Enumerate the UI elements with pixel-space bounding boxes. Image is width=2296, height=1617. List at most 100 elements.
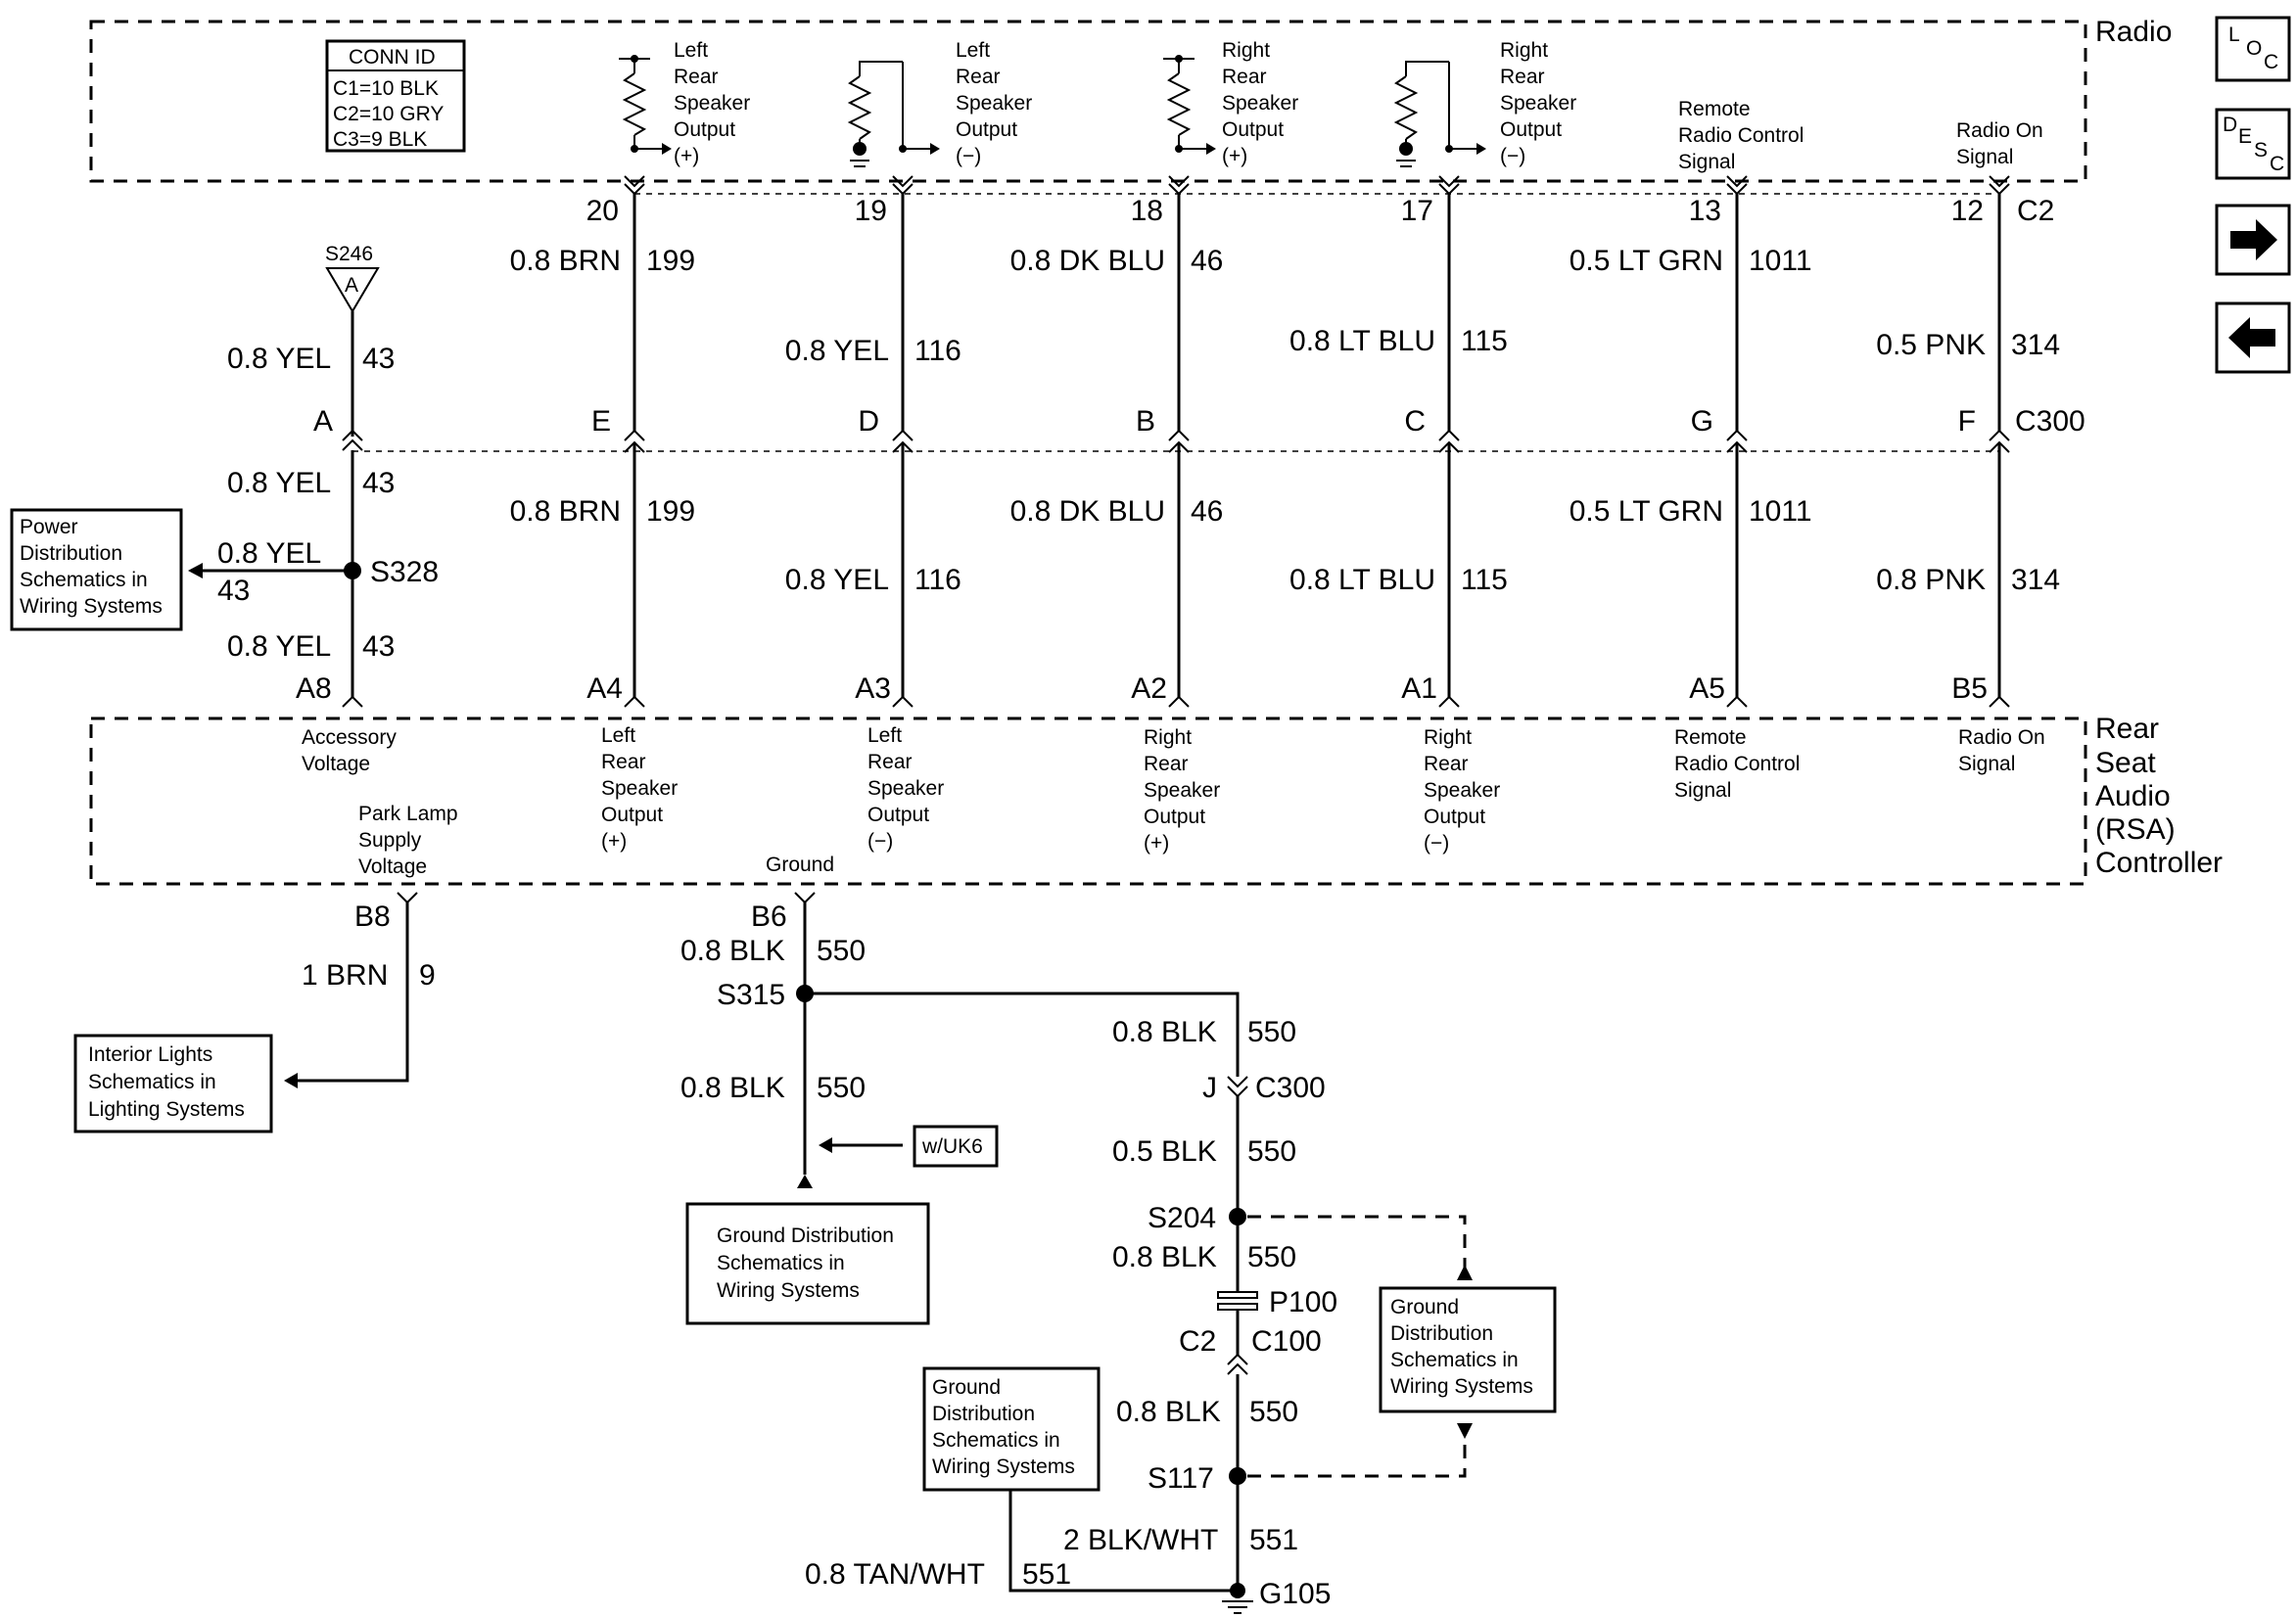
rsa-pin: A1	[1401, 672, 1437, 705]
splice-s315-label: S315	[717, 979, 785, 1011]
rsa-circuit-text: Speaker	[601, 777, 678, 800]
rsa-pin: B6	[751, 901, 787, 933]
wire-color: 0.8 YEL	[227, 467, 331, 499]
radio-circuit-text: Remote	[1678, 98, 1751, 120]
rsa-circuit-text: Ground	[766, 854, 834, 876]
power-distribution-reference[interactable]: Power Distribution Schematics in Wiring …	[10, 508, 183, 631]
circuit-number: 116	[914, 335, 961, 367]
rsa-label-line: (RSA)	[2095, 813, 2176, 846]
circuit-number: 43	[362, 343, 395, 375]
radio-circuit-text: Output	[1500, 118, 1562, 141]
circuit-number: 199	[646, 495, 695, 528]
splice-s117-dot	[1229, 1467, 1246, 1485]
splice-s246-symbol	[325, 267, 380, 313]
ground-distribution-reference-3[interactable]: Ground Distribution Schematics in Wiring…	[922, 1366, 1101, 1492]
circuit-number: 115	[1461, 564, 1508, 596]
circuit-number: 9	[419, 959, 436, 992]
next-page-button[interactable]	[2215, 204, 2291, 276]
rsa-circuit-text: Remote	[1674, 726, 1747, 749]
ground-distribution-reference-2[interactable]: Ground Distribution Schematics in Wiring…	[1379, 1286, 1557, 1413]
conn-id-row: C2=10 GRY	[333, 103, 444, 125]
rsa-circuit-text: Output	[1424, 806, 1485, 828]
radio-circuit-text: (−)	[956, 145, 981, 167]
wire-color: 0.8 BLK	[1112, 1241, 1217, 1273]
ref-text: Interior Lights	[88, 1043, 212, 1066]
radio-circuit-text: Left	[674, 39, 708, 62]
circuit-number: 43	[217, 575, 250, 607]
ref-text: Wiring Systems	[20, 595, 163, 618]
circuit-number: 314	[2011, 329, 2060, 361]
circuit-number: 551	[1249, 1524, 1298, 1556]
ref-text: Schematics in	[20, 569, 148, 591]
radio-circuit-labels: LeftRearSpeakerOutput(+)LeftRearSpeakerO…	[674, 39, 2043, 173]
c300-pin: B	[1136, 405, 1155, 438]
previous-page-button[interactable]	[2215, 301, 2291, 374]
park-lamp-circuit: B8 1 BRN 9	[284, 892, 436, 1088]
c300-connector-label: C300	[2015, 405, 2085, 438]
p100-label: P100	[1269, 1286, 1337, 1318]
rsa-circuit-text: Output	[601, 804, 663, 826]
ref-text: Schematics in	[932, 1429, 1060, 1452]
ref-text: Schematics in	[88, 1071, 216, 1093]
c300-pin: E	[591, 405, 611, 438]
rsa-circuit-text: Rear	[1144, 753, 1189, 775]
arrow-left-icon	[2228, 317, 2275, 358]
rsa-circuit-text: Rear	[867, 751, 913, 773]
c2-pin: 13	[1689, 195, 1721, 227]
ground-distribution-reference-1[interactable]: Ground Distribution Schematics in Wiring…	[685, 1202, 930, 1325]
radio-circuit-text: Output	[956, 118, 1017, 141]
radio-circuit-text: Rear	[674, 66, 719, 88]
loc-letter: C	[2264, 51, 2278, 73]
c100-connector-label: C100	[1251, 1325, 1322, 1358]
rsa-pin: A5	[1689, 672, 1725, 705]
wire-color: 0.8 TAN/WHT	[805, 1558, 985, 1591]
ref-text: Ground Distribution	[717, 1224, 894, 1247]
ground-circuit: B6 0.8 BLK 550 S315 0.8 BLK 550 0.8 BLK …	[680, 892, 1473, 1614]
radio-circuit-text: Output	[1222, 118, 1284, 141]
c2-pin: 17	[1401, 195, 1433, 227]
ref-text: Distribution	[20, 542, 122, 565]
wire-color: 0.8 LT BLU	[1289, 325, 1435, 357]
circuit-number: 1011	[1749, 245, 1812, 277]
ref-text: Ground	[1390, 1296, 1459, 1318]
c2-connector-label: C2	[2017, 195, 2054, 227]
rsa-circuit-text: Right	[1144, 726, 1192, 749]
radio-circuit-text: Output	[674, 118, 735, 141]
splice-s204-label: S204	[1148, 1202, 1216, 1234]
c100-pin: C2	[1179, 1325, 1216, 1358]
accessory-voltage-circuit: S246 A 0.8 YEL 43 A 0.8 YEL 43 S328 0.8 …	[188, 243, 439, 708]
rsa-circuit-labels: AccessoryVoltageLeftRearSpeakerOutput(+)…	[302, 724, 2045, 878]
circuit-number: 314	[2011, 564, 2060, 596]
ref-text: Distribution	[1390, 1322, 1493, 1345]
circuit-number: 550	[817, 1072, 866, 1104]
radio-label: Radio	[2095, 16, 2172, 48]
radio-internal-symbols	[619, 55, 1486, 167]
wire-color: 0.8 BLK	[1116, 1396, 1221, 1428]
wire-color: 0.8 BRN	[510, 245, 621, 277]
circuit-number: 116	[914, 564, 961, 596]
interior-lights-reference[interactable]: Interior Lights Schematics in Lighting S…	[73, 1034, 273, 1133]
wire-color: 0.8 YEL	[785, 335, 889, 367]
desc-letter: E	[2238, 125, 2252, 148]
wire-color: 0.8 BLK	[680, 1072, 785, 1104]
rsa-circuit-text: Supply	[358, 829, 422, 852]
splice-s246-letter: A	[345, 274, 358, 297]
rsa-circuit-text: Signal	[1674, 779, 1731, 802]
radio-circuit-text: (+)	[1222, 145, 1247, 167]
wire-color: 0.8 BLK	[680, 935, 785, 967]
wire-color: 0.8 YEL	[227, 343, 331, 375]
desc-button[interactable]: D E S C	[2215, 108, 2291, 180]
conn-id-title: CONN ID	[349, 46, 436, 69]
loc-button[interactable]: L O C	[2215, 16, 2291, 82]
desc-letter: S	[2254, 139, 2268, 162]
rsa-circuit-text: Output	[1144, 806, 1205, 828]
radio-circuit-text: Speaker	[674, 92, 750, 115]
rsa-circuit-text: Right	[1424, 726, 1472, 749]
circuit-number: 46	[1191, 495, 1223, 528]
rsa-circuit-text: Left	[601, 724, 635, 747]
loc-letter: O	[2246, 37, 2262, 60]
rsa-circuit-text: Radio Control	[1674, 753, 1800, 775]
